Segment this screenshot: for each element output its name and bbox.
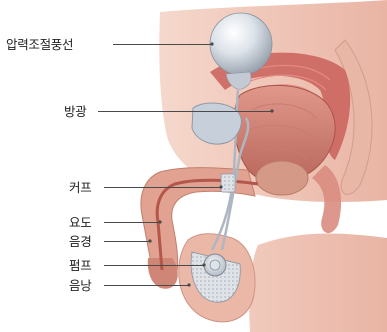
prostate — [256, 161, 308, 195]
reservoir-balloon — [210, 13, 272, 75]
leader-urethra — [104, 222, 160, 223]
leader-reservoir — [113, 44, 212, 45]
leader-cuff — [104, 187, 221, 188]
label-scrotum: 음낭 — [69, 278, 91, 293]
device-pad — [192, 103, 241, 144]
pump-valve-inner — [210, 260, 220, 270]
label-bladder: 방광 — [64, 104, 86, 119]
leader-bladder — [98, 111, 272, 112]
leader-scrotum — [104, 285, 189, 286]
label-reservoir: 압력조절풍선 — [6, 37, 73, 52]
leader-pump — [104, 265, 204, 266]
label-penis: 음경 — [69, 234, 91, 249]
label-pump: 펌프 — [69, 258, 91, 273]
leader-penis — [104, 241, 150, 242]
urethral-cuff — [221, 174, 235, 192]
label-urethra: 요도 — [69, 215, 91, 230]
label-cuff: 커프 — [69, 180, 91, 195]
